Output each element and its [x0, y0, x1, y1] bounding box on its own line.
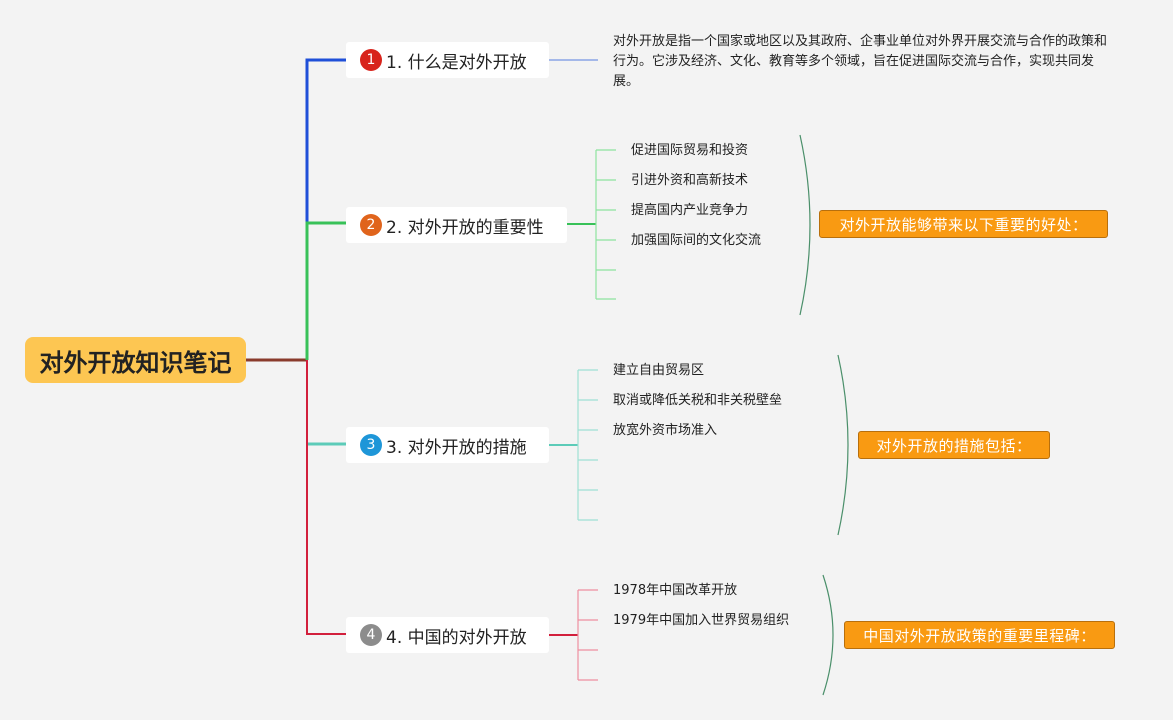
branch2-item[interactable]: 引进外资和高新技术 [631, 173, 749, 188]
branch-label: 3. 对外开放的措施 [386, 437, 527, 458]
branch4-item[interactable]: 1978年中国改革开放 [613, 583, 738, 598]
branch4-brace [822, 574, 834, 696]
branch3-summary[interactable]: 对外开放的措施包括： [858, 431, 1050, 459]
branch4-summary[interactable]: 中国对外开放政策的重要里程碑： [844, 621, 1115, 649]
branch2-brace [799, 134, 811, 316]
branch4-connector [306, 360, 346, 635]
branch3-item[interactable]: 建立自由贸易区 [613, 363, 705, 378]
branch-node-1[interactable]: 1 1. 什么是对外开放 [346, 42, 549, 78]
branch3-item[interactable]: 取消或降低关税和非关税壁垒 [613, 393, 783, 408]
branch1-connector [305, 58, 346, 223]
number-badge-icon: 1 [360, 49, 382, 71]
branch-node-4[interactable]: 4 4. 中国的对外开放 [346, 617, 549, 653]
branch2-item[interactable]: 促进国际贸易和投资 [631, 143, 749, 158]
branch2-ticks [596, 149, 616, 300]
branch-node-2[interactable]: 2 2. 对外开放的重要性 [346, 207, 567, 243]
branch2-summary[interactable]: 对外开放能够带来以下重要的好处： [819, 210, 1108, 238]
number-badge-icon: 2 [360, 214, 382, 236]
branch-node-3[interactable]: 3 3. 对外开放的措施 [346, 427, 549, 463]
branch3-item[interactable]: 放宽外资市场准入 [613, 423, 718, 438]
branch-label: 2. 对外开放的重要性 [386, 217, 544, 238]
branch3-brace [837, 354, 849, 536]
branch2-connector [305, 221, 346, 360]
branch4-item[interactable]: 1979年中国加入世界贸易组织 [613, 613, 790, 628]
branch3-ticks [578, 369, 598, 521]
branch1-description: 对外开放是指一个国家或地区以及其政府、企事业单位对外界开展交流与合作的政策和行为… [613, 34, 1108, 89]
number-badge-icon: 4 [360, 624, 382, 646]
branch-label: 4. 中国的对外开放 [386, 627, 527, 648]
root-node[interactable]: 对外开放知识笔记 [25, 337, 246, 383]
branch2-item[interactable]: 加强国际间的文化交流 [631, 233, 762, 248]
number-badge-icon: 3 [360, 434, 382, 456]
branch2-item[interactable]: 提高国内产业竞争力 [631, 203, 749, 218]
branch-label: 1. 什么是对外开放 [386, 52, 527, 73]
branch4-ticks [578, 589, 598, 681]
